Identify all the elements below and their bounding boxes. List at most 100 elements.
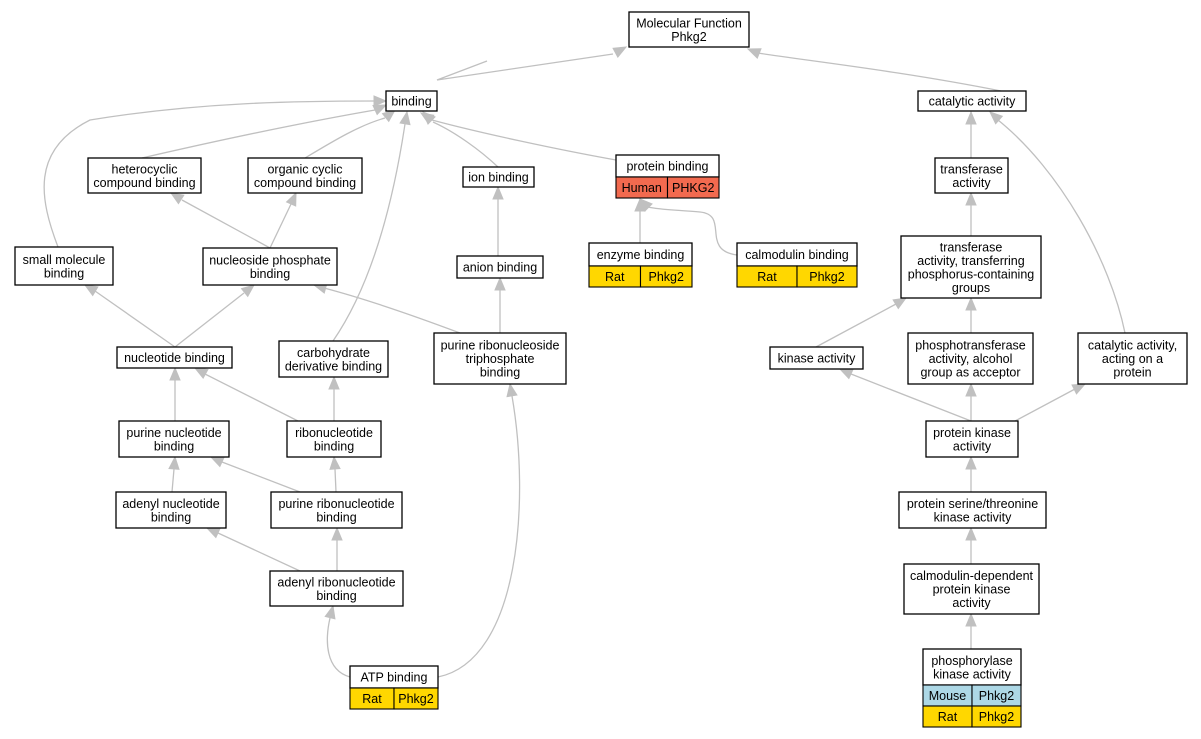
cell-text: Human — [622, 181, 662, 195]
edge-line — [334, 468, 337, 493]
term-label-line: kinase activity — [778, 352, 857, 366]
arrowhead-icon — [240, 284, 256, 298]
term-box — [628, 11, 750, 48]
term-box — [115, 491, 227, 529]
edge-arrow — [174, 284, 256, 348]
term-node-nucleotide[interactable]: nucleotide binding — [116, 346, 233, 369]
edge-arrow — [419, 112, 617, 161]
term-box — [270, 491, 403, 529]
arrowhead-icon — [324, 604, 336, 620]
term-label-line: carbohydrate — [297, 346, 370, 360]
species-cell: Rat — [349, 687, 395, 710]
term-node-binding[interactable]: binding — [385, 90, 438, 112]
edge-arrow — [332, 110, 411, 342]
term-label-line: transferase — [940, 240, 1003, 254]
arrowhead-icon — [399, 110, 411, 126]
arrowhead-icon — [965, 526, 977, 541]
arrowhead-icon — [209, 456, 225, 468]
term-label-line: compound binding — [254, 176, 356, 190]
arrowhead-icon — [965, 296, 977, 311]
edge-arrow — [1014, 383, 1087, 422]
edge-arrow — [169, 366, 181, 421]
term-node-catalytic[interactable]: catalytic activity — [917, 90, 1027, 112]
edge-layer — [43, 46, 1126, 678]
cell-text: Phkg2 — [809, 270, 844, 284]
arrowhead-icon — [492, 185, 504, 200]
arrowhead-icon — [381, 109, 397, 123]
term-label-line: activity — [952, 176, 991, 190]
term-label-line: binding — [151, 510, 191, 524]
edge-line — [431, 119, 617, 161]
term-label-line: phosphorus-containing — [908, 267, 1035, 281]
term-node-anion[interactable]: anion binding — [456, 255, 544, 279]
term-label-line: anion binding — [463, 261, 537, 275]
term-label-line: adenyl nucleotide — [122, 497, 219, 511]
species-cell: Rat — [588, 265, 642, 288]
arrowhead-icon — [419, 112, 435, 125]
term-label-line: groups — [952, 281, 990, 295]
edge-arrow — [329, 455, 341, 493]
term-box — [286, 420, 382, 458]
term-box — [116, 346, 233, 369]
term-box — [118, 420, 230, 458]
edge-arrow — [965, 296, 977, 333]
term-label-line: binding — [391, 95, 431, 109]
term-label-line: small molecule — [23, 253, 106, 267]
term-node-ion[interactable]: ion binding — [462, 166, 535, 188]
term-node-kinase[interactable]: kinase activity — [769, 346, 864, 370]
arrowhead-icon — [193, 367, 209, 380]
term-label-line: calmodulin binding — [745, 248, 849, 262]
term-box — [903, 563, 1040, 615]
edge-arrow — [965, 526, 977, 564]
term-label-line: ion binding — [468, 171, 529, 185]
cell-text: PHKG2 — [672, 181, 714, 195]
term-box — [87, 157, 202, 194]
term-label-line: purine ribonucleotide — [278, 497, 394, 511]
term-label-line: protein kinase — [933, 583, 1011, 597]
term-label-line: catalytic activity, — [1088, 339, 1177, 353]
edge-line — [436, 53, 614, 81]
cell-text: Phkg2 — [398, 692, 433, 706]
arrowhead-icon — [639, 198, 653, 212]
term-box — [433, 332, 567, 385]
edge-arrow — [209, 456, 301, 493]
arrowhead-icon — [612, 46, 628, 58]
term-label-line: activity, alcohol — [929, 352, 1013, 366]
term-label-line: binding — [316, 510, 356, 524]
gene-cell: Phkg2 — [393, 687, 439, 710]
edge-line — [326, 617, 351, 678]
edge-line — [204, 373, 299, 422]
edge-arrow — [436, 46, 628, 81]
edge-line — [432, 121, 499, 168]
edge-line — [323, 287, 461, 334]
edge-arrow — [639, 198, 738, 256]
edge-line — [269, 201, 293, 249]
term-box — [925, 420, 1019, 458]
term-label-line: protein binding — [626, 160, 708, 174]
